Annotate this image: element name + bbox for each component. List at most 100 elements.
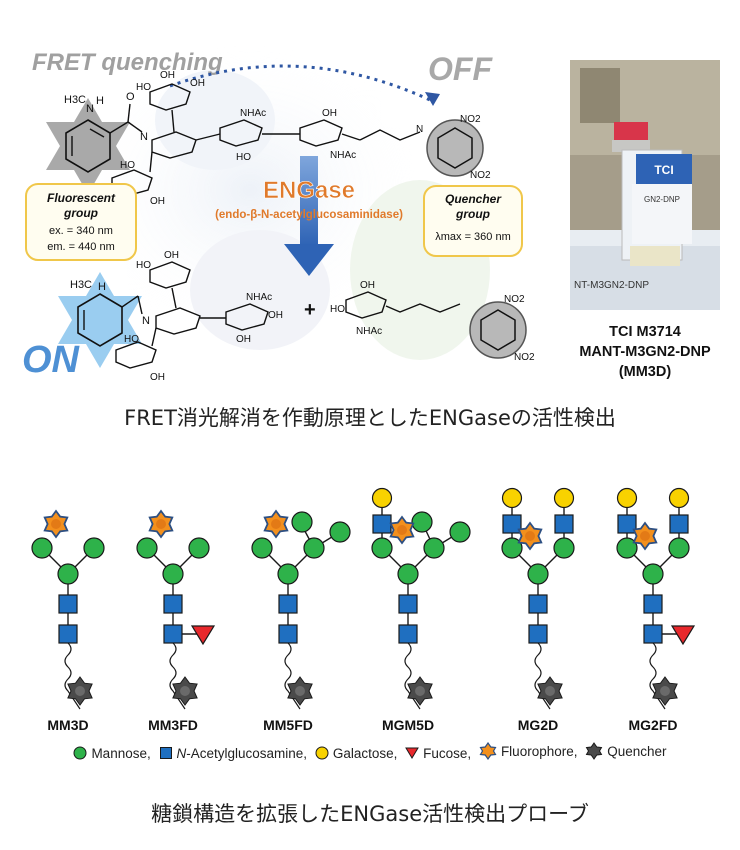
mannose-symbol	[83, 537, 105, 559]
plus-sign: +	[304, 299, 316, 321]
quencher-symbol	[67, 676, 93, 706]
quencher-title-2: group	[455, 207, 490, 221]
legend-fluorophore-label: Fluorophore,	[500, 743, 578, 759]
vial-label	[636, 154, 692, 184]
fluorophore-symbol	[43, 510, 69, 538]
glcnac-symbol	[398, 594, 418, 614]
glycan-name: MM5FD	[263, 717, 313, 733]
nh-label-off: N	[86, 103, 94, 115]
product-photo: TCI GN2-DNP NT-M3GN2-DNP	[570, 60, 720, 310]
glcnac-symbol	[554, 514, 574, 534]
sugar-labels-on: OH HO HO OH NHAc OH OH OH HO NHAc	[124, 250, 382, 383]
quencher-group-box	[423, 185, 523, 257]
caption-fret: FRET消光解消を作動原理としたENGaseの活性検出	[124, 406, 616, 430]
svg-text:N: N	[416, 124, 423, 135]
product-code: TCI M3714	[609, 324, 681, 340]
fluorophore-symbol	[263, 510, 289, 538]
excitation-wavelength: ex. = 340 nm	[49, 225, 113, 237]
mannose-symbol	[291, 511, 313, 533]
glcnac-symbol	[58, 624, 78, 644]
svg-text:OH: OH	[268, 310, 283, 321]
glycan-rings-off	[111, 83, 421, 197]
glycan-rings-on	[115, 261, 461, 369]
quencher-circle-on	[469, 301, 527, 359]
fluorophore-symbol	[148, 510, 174, 538]
svg-text:OH: OH	[160, 70, 175, 81]
svg-text:NHAc: NHAc	[246, 292, 272, 303]
legend-fucose-label: Fucose,	[423, 745, 472, 761]
h-label-on: H	[98, 281, 106, 293]
mannose-symbol	[31, 537, 53, 559]
vial-brand: TCI	[654, 163, 673, 177]
galactose-symbol	[668, 487, 690, 509]
mannose-symbol	[668, 537, 690, 559]
fluorescent-title-2: group	[63, 206, 98, 220]
linker	[649, 642, 666, 710]
mannose-symbol	[188, 537, 210, 559]
on-label: ON	[22, 339, 81, 381]
mannose-symbol	[162, 563, 184, 585]
glcnac-symbol	[58, 594, 78, 614]
svg-text:HO: HO	[120, 160, 135, 171]
galactose-symbol	[501, 487, 523, 509]
legend-glcnac: N-Acetylglucosamine,	[159, 746, 307, 761]
mannose-symbol	[423, 537, 445, 559]
mannose-symbol	[371, 537, 393, 559]
svg-text:HO: HO	[136, 260, 151, 271]
mannose-symbol	[303, 537, 325, 559]
engase-arrow-head	[284, 244, 334, 276]
glcnac-symbol	[669, 514, 689, 534]
mannose-symbol	[136, 537, 158, 559]
mannose-symbol	[329, 521, 351, 543]
fluorescent-title-1: Fluorescent	[47, 191, 116, 205]
quencher-symbol	[172, 676, 198, 706]
vial-code: GN2-DNP	[644, 195, 680, 204]
legend-quencher: Quencher	[585, 742, 667, 760]
no2-top-on: NO2	[504, 294, 525, 305]
quencher-symbol	[407, 676, 433, 706]
glcnac-symbol	[528, 624, 548, 644]
fret-scheme: FRET quenching OFF H3C N H O N OH HO OH …	[22, 40, 535, 383]
glcnac-symbol	[163, 594, 183, 614]
fucose-symbol	[671, 625, 695, 645]
linker	[534, 642, 551, 710]
glycan-mm5fd: MM5FD	[251, 510, 351, 733]
fluorescent-group-box	[25, 183, 137, 261]
protein-background	[70, 40, 490, 360]
galactose-icon	[315, 746, 329, 760]
product-label: TCI M3714 MANT-M3GN2-DNP (MM3D)	[560, 322, 730, 382]
legend-galactose-label: Galactose,	[332, 745, 398, 761]
svg-text:NHAc: NHAc	[356, 326, 382, 337]
svg-text:NHAc: NHAc	[240, 108, 266, 119]
svg-text:OH: OH	[322, 108, 337, 119]
dnp-ring-off	[437, 127, 473, 169]
linker	[404, 642, 421, 710]
galactose-symbol	[371, 487, 393, 509]
glcnac-symbol	[163, 624, 183, 644]
svg-text:OH: OH	[164, 250, 179, 261]
svg-text:HO: HO	[124, 334, 139, 345]
mannose-symbol	[642, 563, 664, 585]
fret-arrowhead	[425, 92, 440, 106]
linker	[64, 642, 81, 710]
methyl-label-off: H3C	[64, 94, 86, 106]
fluorophore-icon	[479, 742, 497, 760]
fucose-symbol	[191, 625, 215, 645]
engase-full-name: (endo-β-N-acetylglucosaminidase)	[215, 209, 403, 221]
no2-bottom-on: NO2	[514, 352, 535, 363]
glcnac-icon	[159, 747, 172, 759]
glcnac-symbol	[528, 594, 548, 614]
fluorophore-star-on	[58, 272, 142, 368]
fucose-icon	[405, 747, 420, 759]
engase-arrow-shaft	[300, 156, 318, 246]
svg-text:HO: HO	[136, 82, 151, 93]
amide-n-on: N	[142, 315, 150, 327]
no2-bottom-off: NO2	[470, 170, 491, 181]
glycan-name: MM3D	[47, 717, 88, 733]
legend-mannose-label: Mannose,	[91, 745, 151, 761]
mannose-symbol	[411, 511, 433, 533]
galactose-symbol	[553, 487, 575, 509]
glcnac-symbol	[278, 624, 298, 644]
glycan-name: MG2FD	[629, 717, 678, 733]
